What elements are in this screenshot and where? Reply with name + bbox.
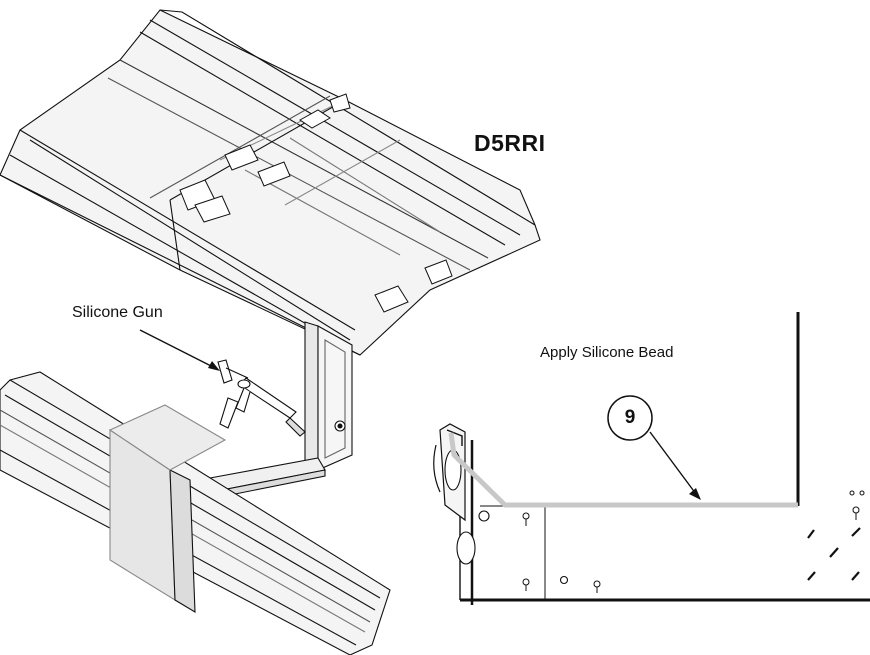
- silicone-bead-line: [448, 432, 798, 508]
- base-rail: [208, 457, 326, 497]
- model-label: D5RRI: [474, 130, 546, 156]
- detail-view-panel: [433, 312, 870, 605]
- roof-brackets: [179, 93, 453, 313]
- callout-number: 9: [624, 407, 636, 428]
- silicone-gun-label: Silicone Gun: [72, 304, 163, 321]
- silicone-gun-icon: [217, 359, 306, 437]
- apply-bead-label: Apply Silicone Bead: [540, 344, 674, 361]
- support-post: [304, 321, 353, 473]
- silicone-gun-leader: [139, 329, 220, 371]
- lower-curb-rail: [0, 371, 391, 655]
- callout-9: [607, 395, 701, 500]
